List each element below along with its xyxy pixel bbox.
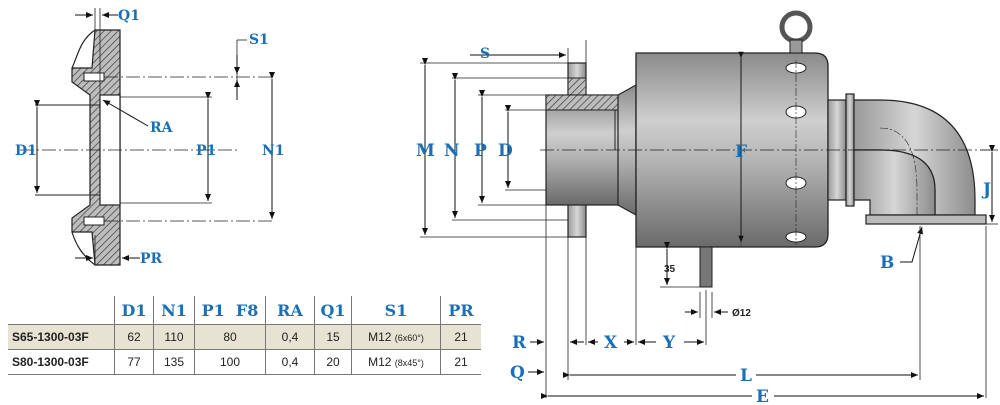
label-f: F xyxy=(735,142,747,162)
col-header-ra: RA xyxy=(265,296,315,325)
label-l: L xyxy=(740,366,752,386)
cell-q1: 20 xyxy=(314,349,352,375)
label-b: B xyxy=(880,253,894,273)
label-m: M xyxy=(416,141,435,161)
cell-s1-note: (6x60°) xyxy=(394,333,424,343)
label-e: E xyxy=(756,387,769,405)
label-n1: N1 xyxy=(262,143,285,159)
table-header-row: D1 N1 P1 F8 RA Q1 S1 PR xyxy=(8,296,481,325)
cell-ra: 0,4 xyxy=(265,349,315,375)
label-s1: S1 xyxy=(249,32,269,48)
col-header-s1: S1 xyxy=(351,296,441,325)
label-x: X xyxy=(604,333,618,353)
cell-s1: M12 (6x60°) xyxy=(351,324,441,350)
cell-n1: 135 xyxy=(153,349,195,375)
label-ra: RA xyxy=(150,120,174,136)
cell-p1: 80 xyxy=(194,324,266,350)
label-q1: Q1 xyxy=(118,8,140,24)
table-corner xyxy=(8,296,115,325)
cell-d1: 77 xyxy=(114,349,154,375)
cell-q1: 15 xyxy=(314,324,352,350)
dimensions-table: D1 N1 P1 F8 RA Q1 S1 PR S65-1300-03F 62 … xyxy=(8,296,481,375)
label-n: N xyxy=(444,141,460,161)
col-header-pr: PR xyxy=(448,300,474,320)
col-header-n1: N1 xyxy=(153,296,195,325)
label-p1: P1 xyxy=(196,143,216,159)
cell-s1: M12 (8x45°) xyxy=(351,349,441,375)
cell-model: S80-1300-03F xyxy=(8,349,115,375)
cell-n1: 110 xyxy=(153,324,195,350)
label-r: R xyxy=(512,333,527,353)
cell-d1: 62 xyxy=(114,324,154,350)
cell-pr: 21 xyxy=(440,324,481,350)
dim-35-label: 35 xyxy=(664,264,676,275)
cell-ra: 0,4 xyxy=(265,324,315,350)
label-pr: PR xyxy=(140,251,163,267)
label-y: Y xyxy=(662,333,676,353)
table-row: S80-1300-03F 77 135 100 0,4 20 M12 (8x45… xyxy=(8,349,481,375)
col-header-d1: D1 xyxy=(114,296,154,325)
cell-s1-note: (8x45°) xyxy=(394,358,424,368)
cell-pr: 21 xyxy=(440,349,481,375)
label-q: Q xyxy=(510,363,525,383)
table-row: S65-1300-03F 62 110 80 0,4 15 M12 (6x60°… xyxy=(8,324,481,350)
flange-detail xyxy=(20,8,275,266)
label-p: P xyxy=(474,141,487,161)
label-j: J xyxy=(981,180,991,200)
col-header-p1: P1 F8 xyxy=(194,296,266,325)
rotary-joint-assembly xyxy=(420,10,998,399)
cell-model: S65-1300-03F xyxy=(8,324,115,350)
dim-12-label: Ø12 xyxy=(732,308,751,319)
cell-s1-thread: M12 xyxy=(368,330,392,344)
cell-p1: 100 xyxy=(194,349,266,375)
col-header-q1: Q1 xyxy=(314,296,352,325)
cell-s1-thread: M12 xyxy=(368,355,392,369)
label-d1: D1 xyxy=(15,143,37,159)
label-s: S xyxy=(480,46,490,62)
label-d: D xyxy=(498,141,513,161)
